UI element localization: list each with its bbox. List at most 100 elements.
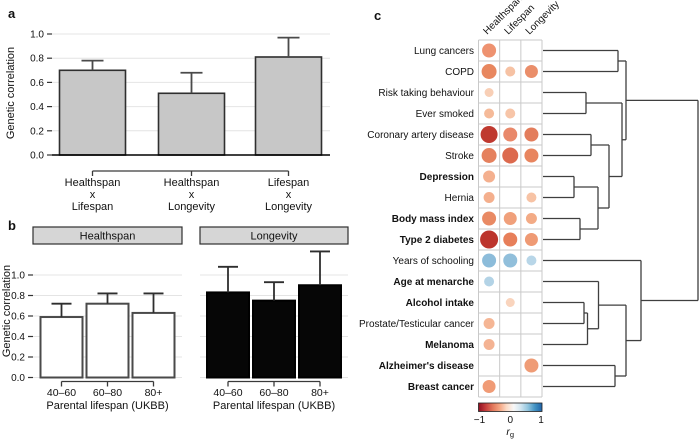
colorbar-title: rg xyxy=(506,426,514,439)
bar xyxy=(252,299,296,379)
rg-dot xyxy=(526,192,537,203)
trait-label: Depression xyxy=(420,172,474,183)
colorbar xyxy=(478,402,543,412)
y-tick-label: 0.8 xyxy=(30,54,44,65)
x-category-label: Lifespan xyxy=(72,201,114,213)
colorbar-min: −1 xyxy=(474,415,486,426)
bar xyxy=(157,92,226,156)
rg-dot xyxy=(524,127,539,142)
facet-strip-label: Longevity xyxy=(250,231,298,243)
y-tick-label: 0.2 xyxy=(11,353,25,364)
y-axis-title: Genetic correlation xyxy=(1,265,13,357)
rg-dot xyxy=(483,318,495,329)
rg-dot xyxy=(481,64,497,79)
x-category-label: 60–80 xyxy=(93,387,122,399)
x-category-label: 80+ xyxy=(311,387,329,399)
rg-dot xyxy=(524,233,538,246)
rg-dot xyxy=(502,147,519,164)
facet-strip-label: Healthspan xyxy=(80,231,136,243)
rg-dot xyxy=(524,148,539,163)
rg-dot xyxy=(524,65,538,78)
bar xyxy=(85,302,130,379)
rg-dot xyxy=(503,253,518,268)
dendrogram xyxy=(543,49,699,388)
trait-label: Risk taking behaviour xyxy=(378,88,474,99)
bar xyxy=(206,291,250,379)
rg-dot xyxy=(503,127,518,142)
y-tick-label: 0.4 xyxy=(11,332,25,343)
y-tick-label: 0.6 xyxy=(30,78,44,89)
x-category-label: 40–60 xyxy=(213,387,242,399)
y-tick-label: 0.4 xyxy=(30,102,44,113)
panel-c-letter: c xyxy=(374,8,382,23)
trait-label: Type 2 diabetes xyxy=(400,235,475,246)
x-category-label: Healthspan xyxy=(65,177,121,189)
bar xyxy=(58,69,127,156)
y-tick-label: 0.6 xyxy=(11,312,25,323)
trait-label: Body mass index xyxy=(392,214,475,225)
trait-label: Coronary artery disease xyxy=(367,130,474,141)
y-tick-label: 1.0 xyxy=(30,30,44,41)
bar xyxy=(298,284,342,379)
x-axis-title: Parental lifespan (UKBB) xyxy=(213,400,335,412)
rg-dot xyxy=(484,108,495,119)
rg-dot xyxy=(524,358,539,373)
rg-dot xyxy=(484,276,495,287)
trait-label: Hernia xyxy=(445,193,475,204)
trait-label: Prostate/Testicular cancer xyxy=(359,319,475,330)
x-category-label: Healthspan xyxy=(164,177,220,189)
facet-strip xyxy=(199,226,349,245)
rg-dot xyxy=(483,192,495,203)
y-tick-label: 1.0 xyxy=(11,271,25,282)
colorbar-max: 1 xyxy=(538,415,544,426)
trait-label: Ever smoked xyxy=(416,109,474,120)
y-axis-title: Genetic correlation xyxy=(5,47,17,139)
rg-dot xyxy=(484,88,494,97)
rg-dot xyxy=(482,211,497,226)
x-category-label: x xyxy=(286,189,292,201)
y-tick-label: 0.0 xyxy=(11,373,25,384)
x-category-label: x xyxy=(189,189,195,201)
rg-dot xyxy=(481,148,497,163)
y-tick-label: 0.2 xyxy=(30,126,44,137)
rg-dot xyxy=(482,253,497,268)
rg-dot xyxy=(483,170,496,183)
rg-dot xyxy=(482,43,497,58)
x-category-label: x xyxy=(90,189,96,201)
x-category-label: 40–60 xyxy=(47,387,76,399)
facet-strip xyxy=(32,226,183,245)
x-category-label: 60–80 xyxy=(259,387,288,399)
rg-dot xyxy=(503,232,518,247)
y-tick-label: 0.0 xyxy=(30,151,44,162)
rg-dot xyxy=(503,212,517,225)
panel-b-letter: b xyxy=(8,218,16,233)
x-category-label: Longevity xyxy=(168,201,216,213)
rg-dot xyxy=(483,339,495,350)
bar xyxy=(131,311,176,379)
colorbar-mid: 0 xyxy=(507,415,513,426)
x-category-label: Longevity xyxy=(265,201,313,213)
trait-label: Melanoma xyxy=(425,340,474,351)
trait-label: Stroke xyxy=(445,151,474,162)
bar xyxy=(39,316,84,379)
rg-dot xyxy=(526,255,537,266)
trait-label: Alcohol intake xyxy=(406,298,475,309)
panel-a-letter: a xyxy=(8,6,16,21)
trait-label: COPD xyxy=(445,67,474,78)
rg-dot xyxy=(480,126,498,143)
rg-dot xyxy=(505,298,515,307)
rg-dot xyxy=(505,108,516,119)
trait-label: Alzheimer's disease xyxy=(379,361,475,372)
bar xyxy=(254,56,323,156)
rg-dot xyxy=(482,380,496,393)
y-tick-label: 0.8 xyxy=(11,291,25,302)
trait-label: Years of schooling xyxy=(393,256,474,267)
trait-label: Breast cancer xyxy=(408,382,474,393)
rg-dot xyxy=(505,66,516,77)
x-category-label: 80+ xyxy=(145,387,163,399)
